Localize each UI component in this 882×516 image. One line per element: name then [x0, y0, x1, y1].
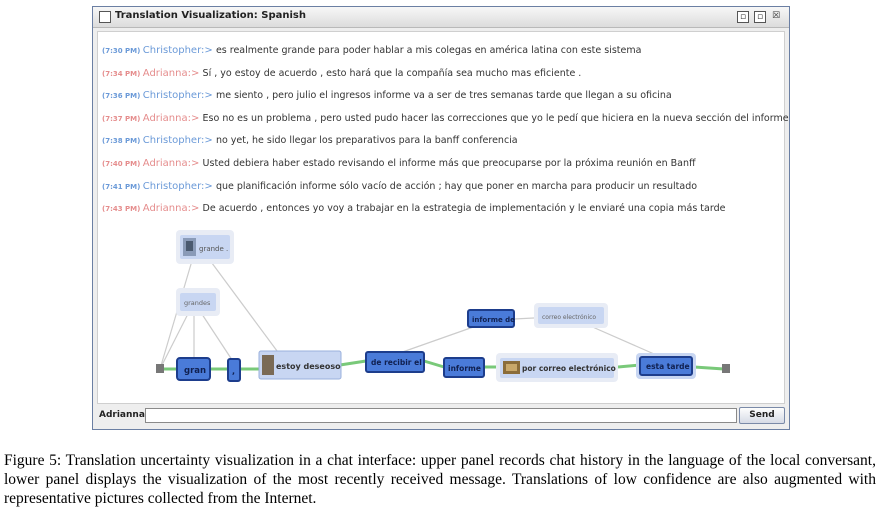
message-text: De acuerdo , entonces yo voy a trabajar … [202, 203, 726, 215]
svg-text:,: , [232, 367, 235, 376]
svg-text:de recibir el: de recibir el [371, 358, 422, 367]
translation-graph: grande . grandes gran , es [156, 230, 730, 382]
svg-text:por correo electrónico: por correo electrónico [522, 364, 616, 373]
message-input[interactable] [145, 408, 737, 423]
message-timestamp: (7:40 PM) [102, 160, 143, 168]
svg-text:esta tarde: esta tarde [646, 362, 690, 371]
svg-text:correo electrónico: correo electrónico [542, 314, 596, 321]
message-speaker: Adrianna:> [142, 203, 203, 215]
maximize-icon[interactable]: ▫ [754, 11, 766, 23]
svg-text:gran: gran [184, 366, 206, 376]
message-timestamp: (7:36 PM) [102, 92, 143, 101]
message-timestamp: (7:34 PM) [102, 69, 143, 78]
node-gran[interactable]: gran [176, 357, 211, 381]
message-speaker: Adrianna:> [142, 112, 203, 124]
message-speaker: Adrianna:> [142, 158, 203, 169]
node-comma[interactable]: , [227, 358, 241, 382]
node-informe[interactable]: informe [443, 357, 485, 378]
message-timestamp: (7:38 PM) [102, 137, 143, 146]
message-timestamp: (7:37 PM) [102, 114, 143, 123]
svg-text:grande .: grande . [199, 245, 228, 253]
message-input-bar: Adrianna: Send [97, 406, 785, 426]
message-speaker: Christopher:> [142, 135, 216, 147]
svg-text:estoy deseoso: estoy deseoso [276, 362, 341, 371]
message-text: que planificación informe sólo vacío de … [215, 180, 698, 192]
input-speaker-label: Adrianna: [99, 410, 149, 420]
path-end-node [722, 364, 730, 373]
node-de-recibir-el[interactable]: de recibir el [365, 351, 425, 373]
window-menu-icon[interactable] [99, 11, 111, 23]
chat-message: (7:37 PM) Adrianna:> Eso no es un proble… [102, 113, 789, 124]
chat-message: (7:43 PM) Adrianna:> De acuerdo , entonc… [102, 203, 725, 214]
window-title: Translation Visualization: Spanish [115, 10, 306, 21]
chat-message: (7:36 PM) Christopher:> me siento , pero… [102, 90, 672, 101]
node-por-correo-electronico[interactable]: por correo electrónico [496, 353, 618, 382]
figure-caption: Figure 5: Translation uncertainty visual… [4, 452, 876, 507]
message-text: es realmente grande para poder hablar a … [215, 45, 642, 56]
message-speaker: Christopher:> [142, 90, 216, 102]
message-text: Eso no es un problema , pero usted pudo … [202, 112, 789, 124]
chat-message: (7:41 PM) Christopher:> que planificació… [102, 181, 697, 192]
title-bar: Translation Visualization: Spanish ▫ ▫ ☒ [93, 7, 789, 28]
svg-text:informe de: informe de [472, 316, 515, 324]
message-timestamp: (7:41 PM) [102, 182, 143, 191]
node-esta-tarde[interactable]: esta tarde [636, 353, 696, 379]
message-speaker: Adrianna:> [142, 67, 203, 79]
chat-message: (7:38 PM) Christopher:> no yet, he sido … [102, 135, 518, 146]
chat-panel: (7:30 PM) Christopher:> es realmente gra… [97, 31, 789, 404]
message-text: no yet, he sido llegar los preparativos … [215, 135, 518, 147]
message-text: Usted debiera haber estado revisando el … [202, 158, 696, 169]
path-start-node [156, 364, 164, 373]
message-text: Sí , yo estoy de acuerdo , esto hará que… [202, 67, 582, 79]
message-timestamp: (7:43 PM) [102, 205, 143, 214]
send-button[interactable]: Send [739, 407, 785, 424]
chat-message: (7:40 PM) Adrianna:> Usted debiera haber… [102, 158, 696, 169]
chat-message: (7:34 PM) Adrianna:> Sí , yo estoy de ac… [102, 68, 581, 79]
node-grandes-alt[interactable]: grandes [176, 288, 220, 316]
node-estoy-deseoso[interactable]: estoy deseoso [258, 350, 342, 380]
message-text: me siento , pero julio el ingresos infor… [215, 90, 672, 102]
minimize-icon[interactable]: ▫ [737, 11, 749, 23]
close-icon[interactable]: ☒ [771, 11, 781, 21]
node-grande-alt[interactable]: grande . [176, 230, 234, 264]
chat-message: (7:30 PM) Christopher:> es realmente gra… [102, 45, 641, 56]
node-informe-de[interactable]: informe de [467, 309, 515, 328]
translation-window: Translation Visualization: Spanish ▫ ▫ ☒… [92, 6, 790, 430]
node-correo-electronico-alt[interactable]: correo electrónico [534, 303, 608, 328]
message-timestamp: (7:30 PM) [102, 47, 143, 55]
message-speaker: Christopher:> [142, 45, 216, 56]
svg-text:informe: informe [448, 364, 481, 373]
svg-text:grandes: grandes [184, 299, 211, 307]
message-speaker: Christopher:> [142, 180, 216, 192]
